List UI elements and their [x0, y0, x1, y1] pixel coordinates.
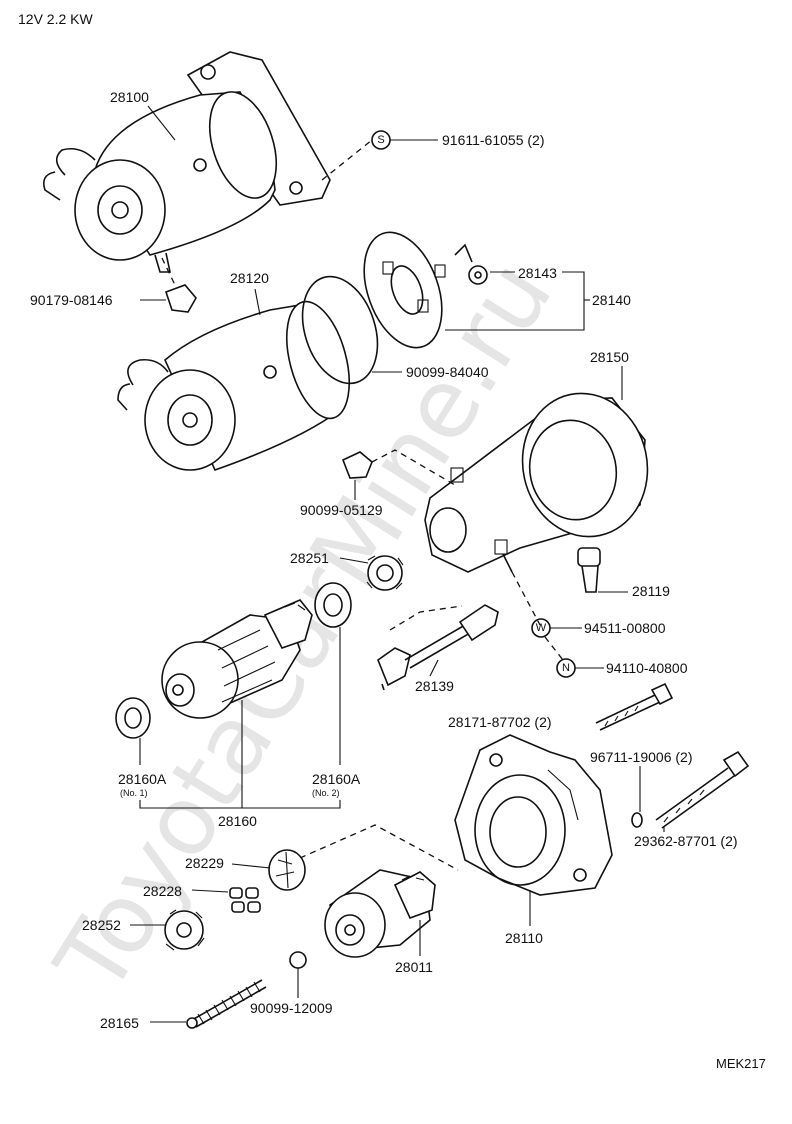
- part-28120-yoke: [117, 300, 350, 471]
- part-28140-brush-holder: [363, 231, 446, 349]
- part-29362-87701-bolt: [655, 750, 750, 829]
- label-96711-19006: 96711-19006 (2): [590, 749, 692, 765]
- symbol-w-circle: W: [531, 618, 551, 638]
- part-90099-05129-fitting: [341, 451, 373, 479]
- label-28165: 28165: [100, 1015, 139, 1031]
- label-94110-40800: 94110-40800: [606, 660, 688, 676]
- part-28171-87702-bolt: [595, 682, 674, 731]
- part-28160a-no1-bearing: [115, 697, 151, 739]
- label-94511-00800: 94511-00800: [584, 620, 666, 636]
- part-28150-magnetic-switch: [424, 392, 649, 573]
- header-spec: 12V 2.2 KW: [18, 11, 93, 27]
- label-28100: 28100: [110, 89, 149, 105]
- label-28110: 28110: [505, 930, 543, 946]
- label-28252: 28252: [82, 917, 121, 933]
- label-28171-87702: 28171-87702 (2): [448, 714, 552, 730]
- symbol-s-circle: S: [371, 130, 391, 150]
- label-90099-05129: 90099-05129: [300, 502, 383, 518]
- part-28110-housing: [454, 734, 613, 896]
- label-28160a-no1-sub: (No. 1): [120, 788, 148, 798]
- label-28119: 28119: [632, 583, 670, 599]
- label-28139: 28139: [415, 678, 454, 694]
- part-28143-brush-spring: [454, 243, 488, 285]
- symbol-n-circle: N: [556, 658, 576, 678]
- label-90179-08146: 90179-08146: [30, 292, 113, 308]
- label-90099-12009: 90099-12009: [250, 1000, 333, 1016]
- label-28011: 28011: [395, 959, 433, 975]
- part-90099-84040-o-ring: [301, 275, 379, 385]
- label-28251: 28251: [290, 550, 329, 566]
- label-28140: 28140: [592, 292, 631, 308]
- symbol-s-text: S: [377, 134, 384, 146]
- part-90179-08146-nut: [164, 284, 197, 313]
- label-28143: 28143: [518, 265, 557, 281]
- label-28160: 28160: [218, 813, 257, 829]
- part-28119-plunger: [577, 547, 601, 593]
- symbol-n-text: N: [562, 662, 570, 674]
- label-28160a-no2-sub: (No. 2): [312, 788, 340, 798]
- label-28229: 28229: [185, 855, 224, 871]
- part-28251-gear: [366, 555, 404, 591]
- label-28228: 28228: [143, 883, 182, 899]
- label-28120: 28120: [230, 270, 269, 286]
- part-28139-lead-wire: [377, 604, 499, 691]
- part-28228-rollers: [229, 887, 261, 913]
- label-28160a-no1: 28160A: [118, 771, 167, 787]
- part-28160-armature: [161, 599, 313, 719]
- part-28160a-no2-bearing: [314, 582, 352, 628]
- part-90099-12009-ball: [289, 951, 307, 969]
- label-28160a-no2: 28160A: [312, 771, 361, 787]
- label-28150: 28150: [590, 349, 629, 365]
- part-28252-gear: [164, 909, 205, 951]
- part-28100-starter-assembly: [42, 51, 331, 273]
- label-29362-87701: 29362-87701 (2): [634, 833, 738, 849]
- label-90099-84040: 90099-84040: [406, 364, 489, 380]
- part-28229-lever: [268, 849, 306, 891]
- footer-code: MEK217: [716, 1056, 766, 1071]
- part-28165-spring: [186, 979, 267, 1029]
- label-91611-61055: 91611-61055 (2): [442, 132, 544, 148]
- symbol-w-text: W: [536, 622, 547, 634]
- part-28011-clutch: [324, 869, 436, 958]
- part-96711-19006-washer: [631, 812, 643, 828]
